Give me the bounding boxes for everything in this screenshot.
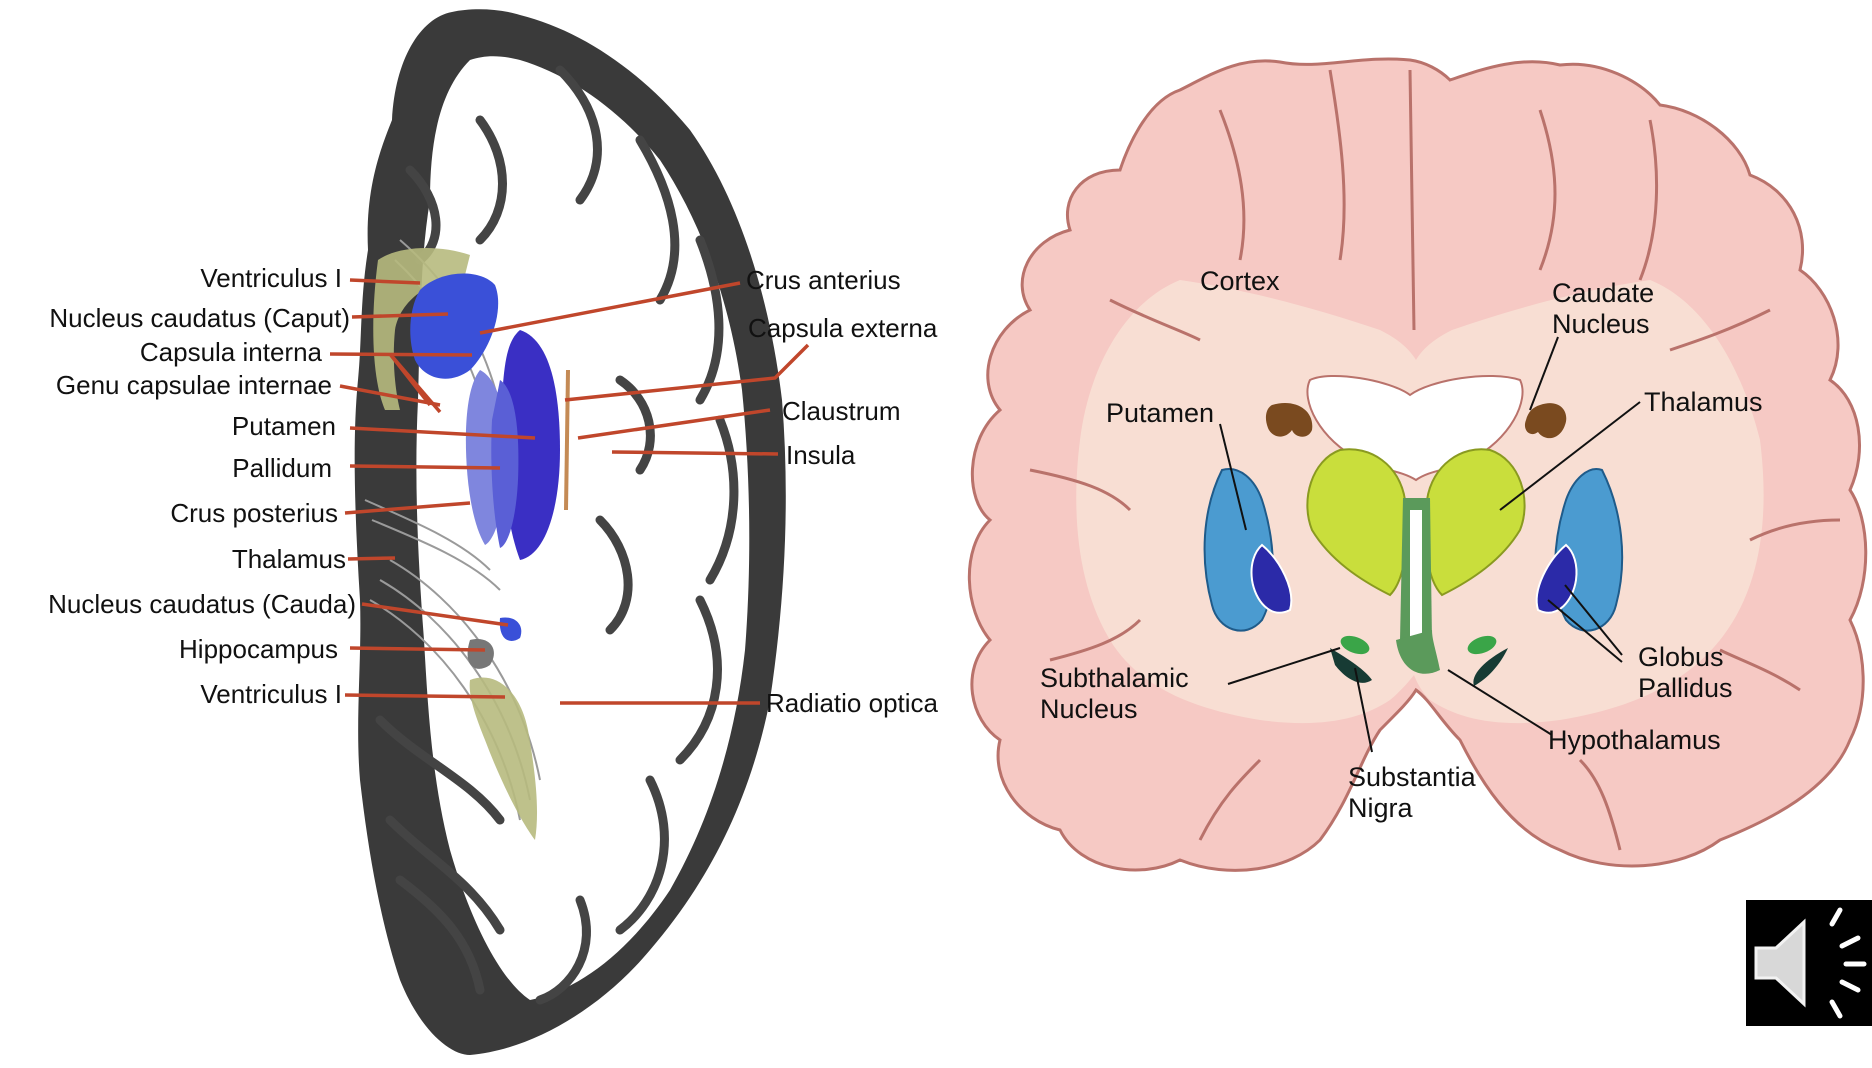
audio-button[interactable]: [1746, 900, 1872, 1026]
third-ventricle-lumen: [1410, 510, 1422, 640]
label-radiatio-optica: Radiatio optica: [766, 688, 938, 718]
label-capsula-interna: Capsula interna: [0, 337, 322, 367]
label-globus-line2: Pallidus: [1638, 673, 1733, 704]
label-pallidum: Pallidum: [0, 453, 332, 483]
label-hippocampus: Hippocampus: [0, 634, 338, 664]
label-genu-capsulae: Genu capsulae internae: [0, 370, 332, 400]
label-crus-anterius: Crus anterius: [746, 265, 901, 295]
capsula-externa-strip: [566, 370, 568, 510]
label-thalamus-coronal: Thalamus: [1644, 387, 1763, 418]
label-crus-posterius: Crus posterius: [0, 498, 338, 528]
speaker-icon: [1746, 900, 1872, 1026]
label-putamen: Putamen: [0, 411, 336, 441]
label-cortex: Cortex: [1200, 266, 1280, 297]
label-insula: Insula: [786, 440, 855, 470]
label-caudate-nucleus: Caudate Nucleus: [1552, 278, 1654, 340]
label-subthalamic-line1: Subthalamic: [1040, 663, 1189, 694]
label-globus-line1: Globus: [1638, 642, 1733, 673]
label-ventriculus-upper: Ventriculus I: [0, 263, 342, 293]
label-capsula-externa: Capsula externa: [748, 313, 937, 343]
label-globus-pallidus: Globus Pallidus: [1638, 642, 1733, 704]
horizontal-section: [330, 9, 808, 1055]
label-substantia-line2: Nigra: [1348, 793, 1476, 824]
label-substantia-nigra: Substantia Nigra: [1348, 762, 1476, 824]
label-caudate-caput: Nucleus caudatus (Caput): [0, 303, 350, 333]
label-putamen-coronal: Putamen: [1106, 398, 1214, 429]
label-substantia-line1: Substantia: [1348, 762, 1476, 793]
coronal-section: [969, 59, 1865, 870]
label-hypothalamus: Hypothalamus: [1548, 725, 1721, 756]
label-thalamus-left: Thalamus: [0, 544, 346, 574]
label-caudate-cauda: Nucleus caudatus (Cauda): [0, 589, 356, 619]
label-subthalamic-line2: Nucleus: [1040, 694, 1189, 725]
label-subthalamic-nucleus: Subthalamic Nucleus: [1040, 663, 1189, 725]
label-caudate-line1: Caudate: [1552, 278, 1654, 309]
label-ventriculus-lower: Ventriculus I: [0, 679, 342, 709]
label-caudate-line2: Nucleus: [1552, 309, 1654, 340]
label-claustrum: Claustrum: [782, 396, 900, 426]
